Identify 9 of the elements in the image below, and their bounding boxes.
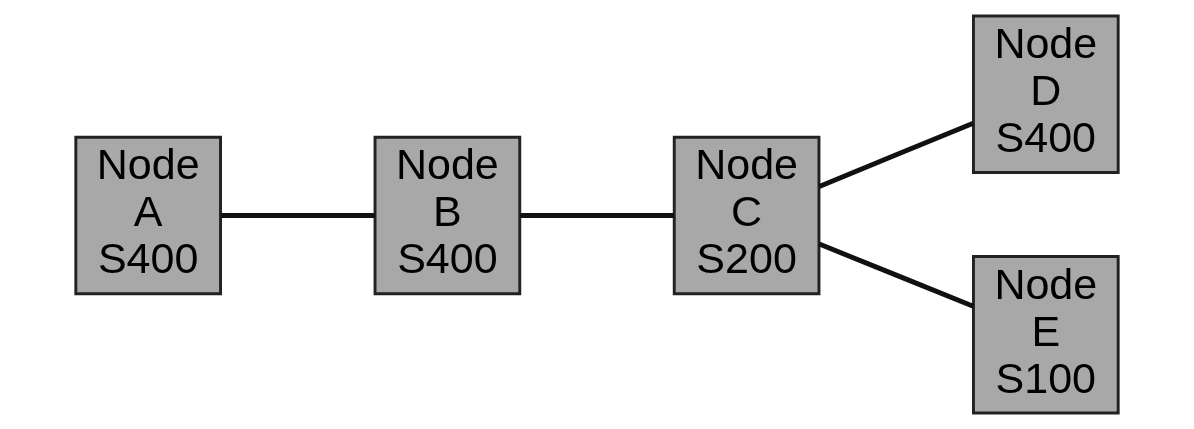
node-box: Node A S400 (74, 135, 222, 296)
node-box: Node D S400 (972, 14, 1120, 174)
connector (818, 241, 975, 309)
connector (220, 213, 375, 218)
node-box: Node E S100 (972, 255, 1120, 415)
connector (520, 213, 674, 218)
node-box: Node C S200 (672, 135, 821, 296)
connector (818, 121, 975, 189)
node-box: Node B S400 (373, 135, 522, 296)
